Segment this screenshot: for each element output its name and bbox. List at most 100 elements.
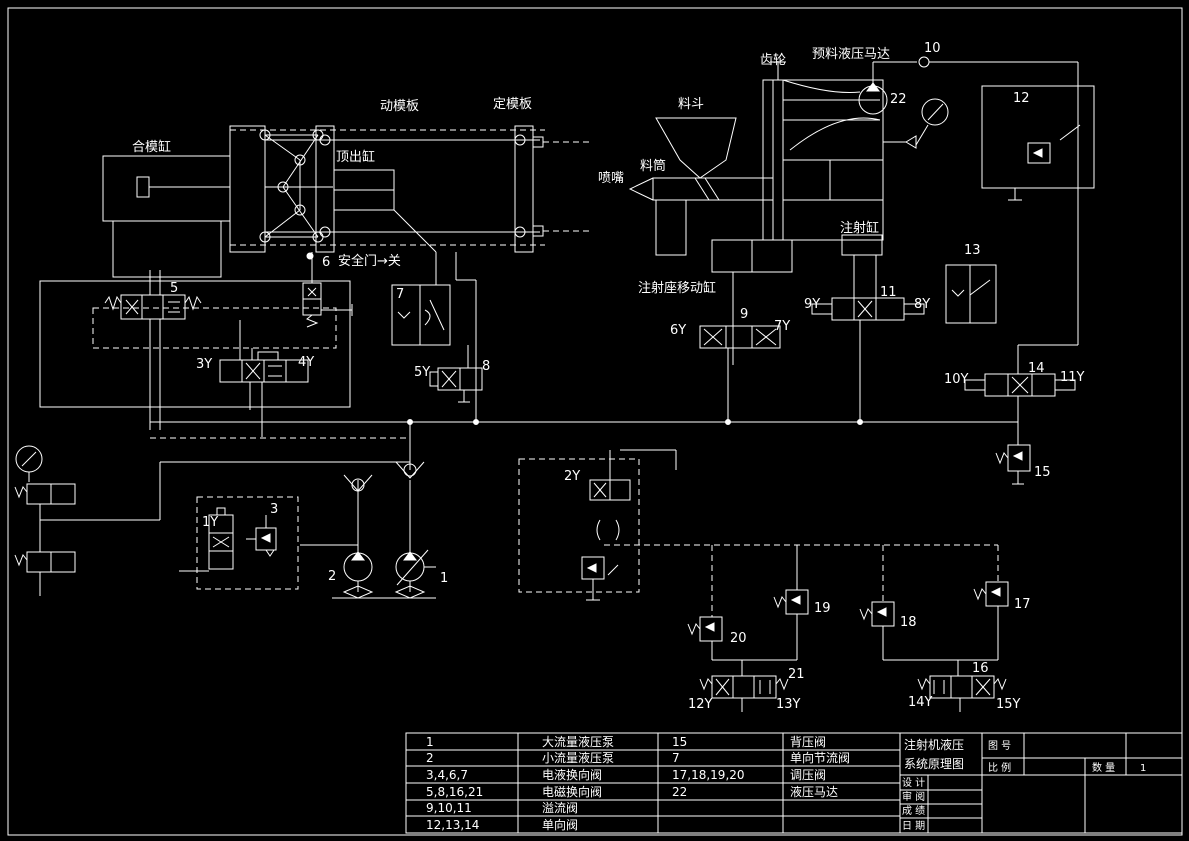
label-n6: 6 xyxy=(322,255,330,270)
label-n13: 13 xyxy=(964,243,981,258)
valve-14 xyxy=(964,344,1078,445)
valve-5 xyxy=(39,270,351,430)
label-design: 设 计 xyxy=(902,776,925,789)
parts-row-4-name2: 液压马达 xyxy=(790,784,838,799)
label-s5Y: 5Y xyxy=(414,365,430,380)
parts-row-2-no: 2 xyxy=(426,751,434,765)
label-n7: 7 xyxy=(396,287,404,302)
parts-row-2-name: 小流量液压泵 xyxy=(542,750,614,765)
label-gear: 齿轮 xyxy=(760,53,786,68)
pilot-block xyxy=(518,449,677,601)
parts-row-4-name: 电磁换向阀 xyxy=(542,784,602,799)
valve-3 xyxy=(179,496,299,590)
label-drawing-no: 图 号 xyxy=(988,740,1011,752)
label-qty: 数 量 xyxy=(1092,761,1115,774)
label-clamp-cyl: 合模缸 xyxy=(132,139,171,155)
injection-unit xyxy=(628,56,1079,365)
parts-row-1-no: 1 xyxy=(426,735,434,749)
valve-13 xyxy=(945,264,997,324)
parts-row-1-name2: 背压阀 xyxy=(790,735,826,749)
label-hopper: 料斗 xyxy=(678,97,704,112)
label-s14Y: 14Y xyxy=(908,695,933,710)
valve-15 xyxy=(995,444,1031,485)
label-n1: 1 xyxy=(440,571,448,586)
label-n3: 3 xyxy=(270,502,278,517)
parts-row-3-name2: 调压阀 xyxy=(790,768,826,782)
label-n19: 19 xyxy=(814,601,831,616)
label-n12: 12 xyxy=(1013,91,1030,106)
parts-row-3-no2: 17,18,19,20 xyxy=(672,768,745,782)
parts-row-6-no: 12,13,14 xyxy=(426,818,479,832)
label-ejector-cyl: 顶出缸 xyxy=(336,149,375,165)
label-n14: 14 xyxy=(1028,361,1045,376)
label-s10Y: 10Y xyxy=(944,372,969,387)
label-n22: 22 xyxy=(890,92,907,107)
label-check: 审 阅 xyxy=(902,790,925,803)
label-n18: 18 xyxy=(900,615,917,630)
valve-21 xyxy=(699,675,789,712)
valve-18 xyxy=(859,545,895,660)
pump-1 xyxy=(394,461,436,599)
parts-row-2-no2: 7 xyxy=(672,751,680,765)
label-barrel: 料筒 xyxy=(640,158,666,174)
valve-8 xyxy=(429,280,483,422)
valve-17 xyxy=(973,545,1009,660)
parts-row-3-name: 电液换向阀 xyxy=(542,767,602,782)
pump-2 xyxy=(342,474,374,599)
parts-table xyxy=(405,732,901,834)
valve-12 xyxy=(981,85,1095,201)
title-block xyxy=(899,732,1183,834)
parts-row-5-no: 9,10,11 xyxy=(426,801,472,815)
label-nozzle: 喷嘴 xyxy=(598,171,624,186)
label-n20: 20 xyxy=(730,631,747,646)
label-n5: 5 xyxy=(170,281,178,296)
valve-4 xyxy=(219,320,309,437)
label-s8Y: 8Y xyxy=(914,297,930,312)
valve-7 xyxy=(391,284,451,346)
label-n16: 16 xyxy=(972,661,989,676)
label-s11Y: 11Y xyxy=(1060,370,1085,385)
valve-19 xyxy=(773,545,809,660)
label-s13Y: 13Y xyxy=(776,697,801,712)
label-s1Y: 1Y xyxy=(202,515,218,530)
label-n17: 17 xyxy=(1014,597,1031,612)
parts-row-1-no2: 15 xyxy=(672,735,687,749)
label-s3Y: 3Y xyxy=(196,357,212,372)
label-safety-door: 安全门→关 xyxy=(338,253,401,269)
parts-row-5-name: 溢流阀 xyxy=(542,801,578,815)
label-n10: 10 xyxy=(924,41,941,56)
label-n21: 21 xyxy=(788,667,805,682)
label-n15: 15 xyxy=(1034,465,1051,480)
label-s4Y: 4Y xyxy=(298,355,314,370)
label-fixed-platen: 定模板 xyxy=(493,97,532,112)
label-carriage-cyl: 注射座移动缸 xyxy=(638,280,716,296)
parts-row-2-name2: 单向节流阀 xyxy=(790,750,850,765)
label-n11: 11 xyxy=(880,285,897,300)
label-n8: 8 xyxy=(482,359,490,374)
parts-row-1-name: 大流量液压泵 xyxy=(542,734,614,749)
parts-row-3-no: 3,4,6,7 xyxy=(426,768,468,782)
parts-row-4-no2: 22 xyxy=(672,785,687,799)
valve-11 xyxy=(811,255,925,422)
valve-9 xyxy=(699,325,781,422)
label-score: 成 绩 xyxy=(902,804,925,817)
label-injection-cyl: 注射缸 xyxy=(840,220,879,236)
label-date: 日 期 xyxy=(902,820,925,832)
label-moving-platen: 动模板 xyxy=(380,99,419,114)
title-line-2: 系统原理图 xyxy=(904,757,964,771)
valve-16 xyxy=(917,675,1007,712)
title-line-1: 注射机液压 xyxy=(904,737,964,752)
label-n9: 9 xyxy=(740,307,748,322)
clamp-unit xyxy=(102,125,590,278)
valve-20 xyxy=(687,545,723,660)
label-s9Y: 9Y xyxy=(804,297,820,312)
left-gauge-valves xyxy=(14,445,160,596)
label-s7Y: 7Y xyxy=(774,319,790,334)
value-qty: 1 xyxy=(1140,763,1146,774)
label-s2Y: 2Y xyxy=(564,469,580,484)
label-s12Y: 12Y xyxy=(688,697,713,712)
label-s6Y: 6Y xyxy=(670,323,686,338)
parts-row-6-name: 单向阀 xyxy=(542,817,578,832)
parts-row-4-no: 5,8,16,21 xyxy=(426,785,483,799)
